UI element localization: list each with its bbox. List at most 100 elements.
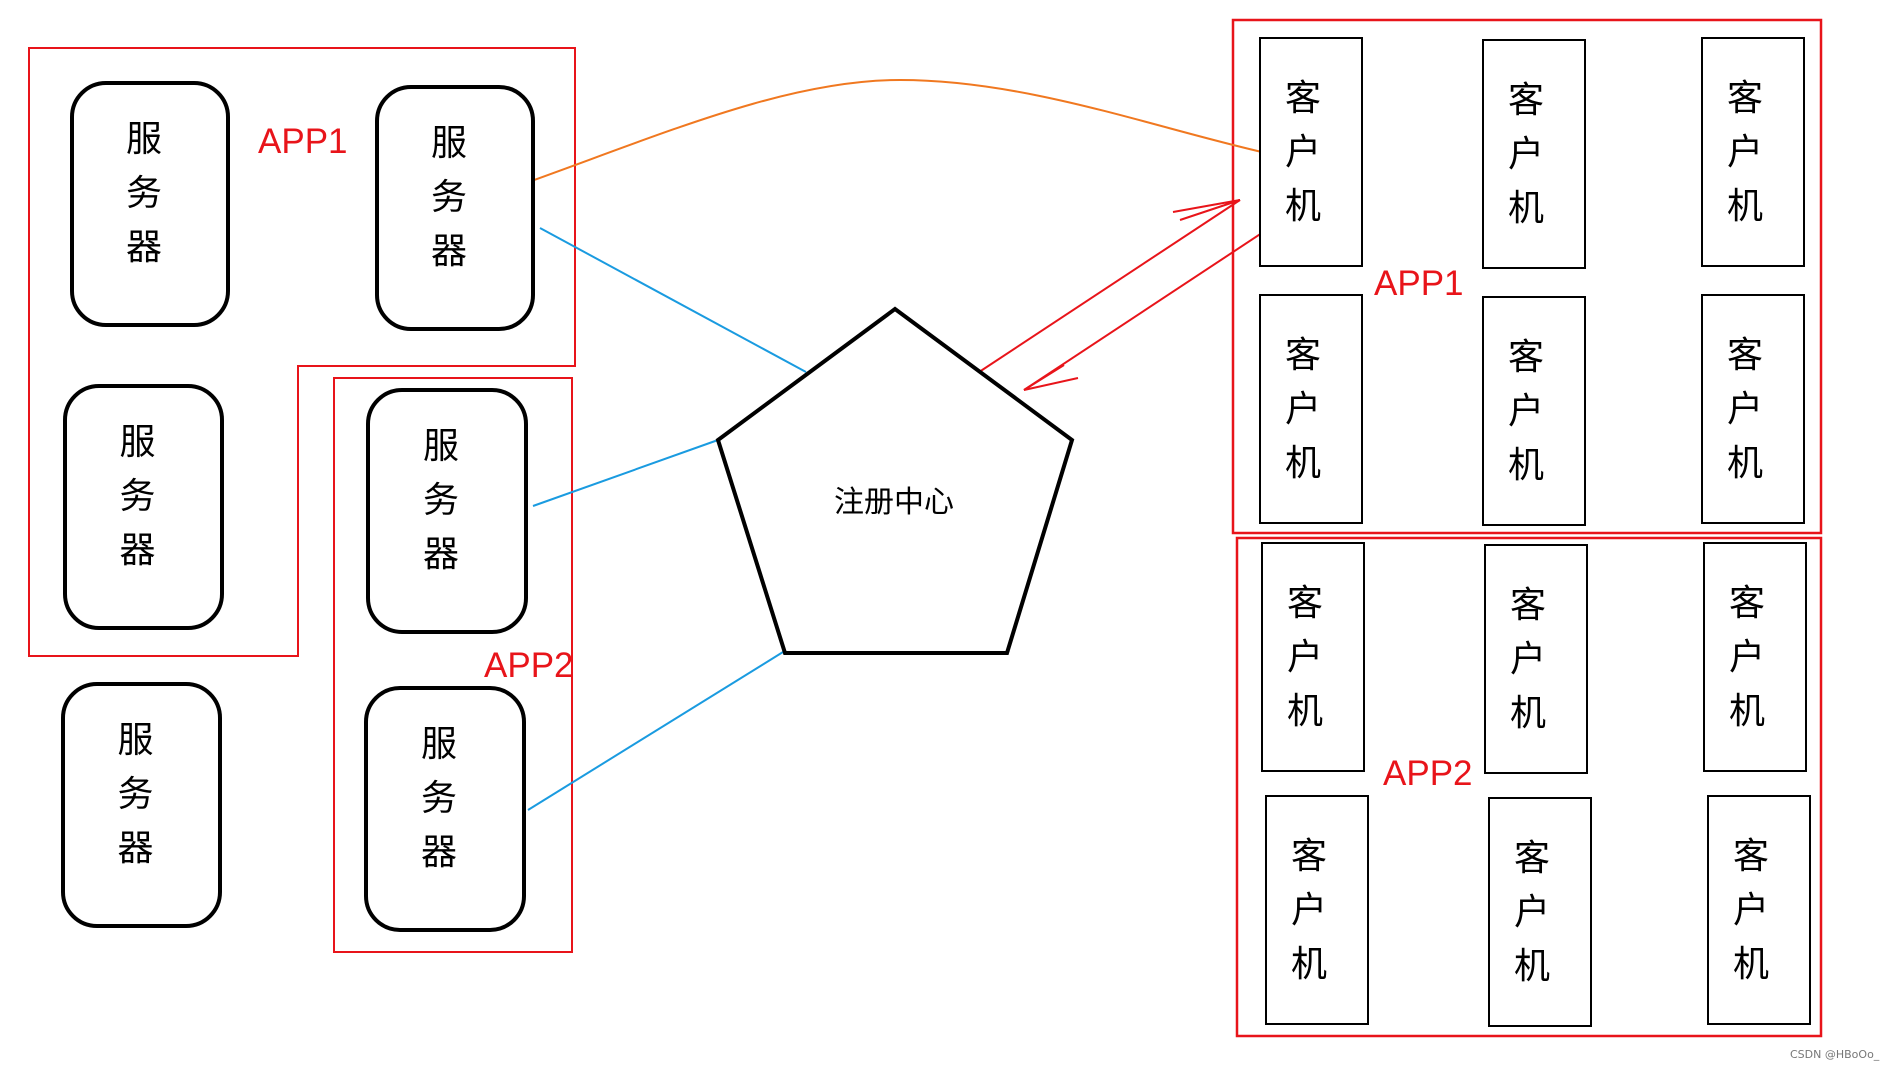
client-app1-4: 客户机	[1259, 294, 1363, 524]
client-label-char: 户	[1291, 890, 1327, 931]
server-5-label-char: 服	[421, 724, 457, 765]
client-app1-1: 客户机	[1259, 37, 1363, 267]
client-app1-2: 客户机	[1482, 39, 1586, 269]
client-box	[1265, 795, 1369, 1025]
client-label-char: 客	[1285, 335, 1321, 376]
notify-arrowhead	[1023, 364, 1079, 391]
client-label-char: 机	[1508, 188, 1544, 229]
client-label-char: 户	[1285, 389, 1321, 430]
client-label-char: 机	[1285, 186, 1321, 227]
client-label-char: 客	[1733, 836, 1769, 877]
client-label-char: 机	[1727, 186, 1763, 227]
client-label-char: 客	[1727, 78, 1763, 119]
server-6: 服务器	[61, 682, 222, 928]
client-box	[1488, 797, 1592, 1027]
client-label-char: 客	[1287, 583, 1323, 624]
server-4-label-char: 务	[423, 480, 459, 521]
client-label-char: 客	[1727, 335, 1763, 376]
client-box	[1482, 39, 1586, 269]
client-label-char: 户	[1285, 132, 1321, 173]
client-label-char: 机	[1287, 691, 1323, 732]
server-5-box	[364, 686, 526, 932]
client-app2-6: 客户机	[1707, 795, 1811, 1025]
server-2-label-char: 服	[431, 123, 467, 164]
server-group-app1-label: APP1	[258, 122, 348, 161]
client-box	[1261, 542, 1365, 772]
client-group-app2-label: APP2	[1383, 754, 1473, 793]
client-box	[1701, 294, 1805, 524]
client-app2-3: 客户机	[1703, 542, 1807, 772]
client-label-char: 机	[1285, 443, 1321, 484]
client-label-char: 客	[1285, 78, 1321, 119]
server-1-label-char: 器	[126, 227, 162, 268]
client-label-char: 户	[1729, 637, 1765, 678]
server-3-label-char: 务	[119, 476, 155, 517]
client-label-char: 户	[1510, 639, 1546, 680]
server-1-box	[70, 81, 230, 327]
client-app2-5: 客户机	[1488, 797, 1592, 1027]
server-group-app1-border	[28, 47, 576, 657]
server-4-label-char: 器	[423, 534, 459, 575]
client-label-char: 户	[1727, 389, 1763, 430]
server-2-box	[375, 85, 535, 331]
client-box	[1259, 294, 1363, 524]
client-label-char: 机	[1510, 693, 1546, 734]
client-app2-2: 客户机	[1484, 544, 1588, 774]
client-label-char: 机	[1729, 691, 1765, 732]
client-label-char: 机	[1727, 443, 1763, 484]
server-link-app1	[539, 227, 807, 373]
client-label-char: 机	[1508, 445, 1544, 486]
server-1-label-char: 务	[126, 173, 162, 214]
server-3-label-char: 器	[119, 530, 155, 571]
client-label-char: 机	[1291, 944, 1327, 985]
client-app2-4: 客户机	[1265, 795, 1369, 1025]
client-box	[1482, 296, 1586, 526]
server-5-label-char: 器	[421, 832, 457, 873]
server-4: 服务器	[366, 388, 528, 634]
subscribe-arrowhead	[1172, 199, 1241, 221]
remote-call-curve	[491, 78, 1276, 196]
client-box	[1701, 37, 1805, 267]
client-app1-5: 客户机	[1482, 296, 1586, 526]
server-1: 服务器	[70, 81, 230, 327]
client-group-app1-border	[1231, 18, 1823, 535]
client-label-char: 户	[1508, 134, 1544, 175]
client-label-char: 客	[1510, 585, 1546, 626]
client-subscribe-line	[966, 199, 1241, 381]
server-3: 服务器	[63, 384, 224, 630]
server-2-label-char: 务	[431, 177, 467, 218]
client-label-char: 机	[1514, 946, 1550, 987]
server-6-label-char: 器	[117, 828, 153, 869]
watermark: CSDN @HBoOo_	[1790, 1048, 1880, 1061]
server-group-app2-label: APP2	[484, 646, 574, 685]
server-5: 服务器	[364, 686, 526, 932]
client-label-char: 户	[1733, 890, 1769, 931]
server-1-label-char: 服	[126, 119, 162, 160]
client-label-char: 客	[1291, 836, 1327, 877]
client-label-char: 客	[1508, 80, 1544, 121]
client-app1-6: 客户机	[1701, 294, 1805, 524]
server-3-label-char: 服	[119, 422, 155, 463]
client-box	[1484, 544, 1588, 774]
registry-center	[715, 306, 1075, 655]
client-box	[1707, 795, 1811, 1025]
registry-center-label: 注册中心	[834, 485, 954, 520]
client-box	[1703, 542, 1807, 772]
client-label-char: 户	[1287, 637, 1323, 678]
client-label-char: 客	[1508, 337, 1544, 378]
client-notify-line	[1023, 222, 1278, 391]
server-4-box	[366, 388, 528, 634]
server-6-label-char: 服	[117, 720, 153, 761]
server-3-box	[63, 384, 224, 630]
client-app1-3: 客户机	[1701, 37, 1805, 267]
client-app2-1: 客户机	[1261, 542, 1365, 772]
client-box	[1259, 37, 1363, 267]
client-group-app2-border	[1235, 536, 1823, 1038]
client-group-app1-label: APP1	[1374, 264, 1464, 303]
client-label-char: 户	[1727, 132, 1763, 173]
server-2: 服务器	[375, 85, 535, 331]
server-6-box	[61, 682, 222, 928]
client-label-char: 户	[1508, 391, 1544, 432]
